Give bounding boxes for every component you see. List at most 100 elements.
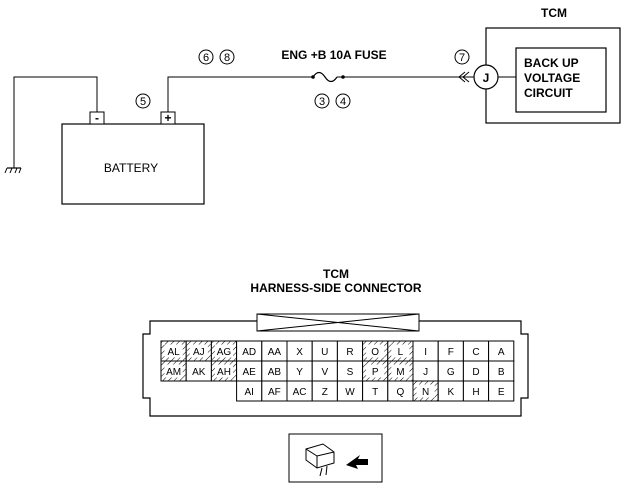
pin-label: V	[321, 367, 328, 378]
pin-label: AC	[293, 387, 307, 398]
pin-q: Q	[387, 380, 414, 402]
pin-label: D	[472, 367, 479, 378]
callout-8: 8	[219, 49, 235, 65]
svg-text:8: 8	[224, 52, 230, 64]
svg-text:7: 7	[459, 52, 465, 64]
circuit-label-line3: CIRCUIT	[524, 86, 573, 100]
pin-ac: AC	[286, 380, 313, 402]
pin-label: S	[347, 367, 354, 378]
pin-p: P	[362, 360, 389, 382]
pin-label: K	[447, 387, 454, 398]
pin-e: E	[488, 380, 515, 402]
svg-text:3: 3	[319, 96, 325, 108]
pin-label: T	[372, 387, 378, 398]
pin-label: F	[448, 347, 454, 358]
pin-d: D	[462, 360, 490, 382]
pin-label: Y	[296, 367, 303, 378]
positive-sign: +	[164, 111, 171, 125]
callout-5: 5	[135, 93, 151, 109]
terminal-j-label: J	[483, 71, 490, 85]
pin-label: AM	[166, 367, 181, 378]
pin-label: Q	[397, 387, 405, 398]
pin-label: AA	[268, 347, 282, 358]
callout-4: 4	[335, 93, 351, 109]
pin-j: J	[412, 360, 439, 382]
pin-o: O	[362, 340, 389, 362]
fuse-icon	[312, 71, 338, 83]
connector-title: TCM	[323, 267, 349, 281]
pin-c: C	[462, 340, 490, 362]
pin-ab: AB	[261, 360, 288, 382]
tcm-label: TCM	[541, 6, 567, 20]
ground-wire	[13, 76, 98, 168]
pin-ai: AI	[236, 380, 263, 402]
pin-label: AD	[242, 347, 256, 358]
pin-label: E	[498, 387, 505, 398]
pin-aa: AA	[261, 340, 288, 362]
pin-a: A	[488, 340, 515, 362]
pin-label: Z	[322, 387, 328, 398]
pin-u: U	[311, 340, 338, 362]
pin-label: X	[296, 347, 303, 358]
pin-label: B	[498, 367, 505, 378]
pin-h: H	[462, 380, 490, 402]
pin-label: G	[447, 367, 455, 378]
callout-6: 6	[198, 49, 214, 65]
pin-label: AG	[217, 347, 232, 358]
pin-label: AB	[268, 367, 282, 378]
pin-label: AL	[167, 347, 180, 358]
pin-ae: AE	[236, 360, 263, 382]
pin-label: N	[422, 387, 429, 398]
pin-ah: AH	[210, 360, 238, 382]
pin-v: V	[311, 360, 338, 382]
pin-s: S	[336, 360, 364, 382]
pin-label: AH	[217, 367, 231, 378]
pin-l: L	[387, 340, 414, 362]
view-direction-icon	[288, 433, 383, 483]
pin-label: AF	[268, 387, 281, 398]
pin-label: L	[398, 347, 404, 358]
pin-b: B	[488, 360, 515, 382]
pin-am: AM	[160, 360, 187, 382]
pin-k: K	[437, 380, 464, 402]
pin-ak: AK	[185, 360, 212, 382]
fuse-terminal-left	[311, 75, 315, 79]
pin-label: AK	[192, 367, 206, 378]
pin-af: AF	[261, 380, 288, 402]
pin-z: Z	[311, 380, 338, 402]
pin-label: P	[372, 367, 379, 378]
pin-m: M	[387, 360, 414, 382]
connector-subtitle: HARNESS-SIDE CONNECTOR	[250, 281, 421, 295]
pin-r: R	[336, 340, 364, 362]
pin-label: C	[472, 347, 479, 358]
circuit-label-line1: BACK UP	[524, 56, 579, 70]
fuse-label: ENG +B 10A FUSE	[281, 48, 386, 62]
pin-f: F	[437, 340, 464, 362]
svg-text:6: 6	[203, 52, 209, 64]
svg-text:4: 4	[340, 96, 346, 108]
pin-al: AL	[160, 340, 187, 362]
pin-g: G	[437, 360, 464, 382]
backup-voltage-circuit-box	[515, 47, 607, 113]
battery-box	[61, 123, 205, 205]
pin-label: AE	[243, 367, 257, 378]
pin-i: I	[412, 340, 439, 362]
pin-ag: AG	[210, 340, 238, 362]
pin-label: AJ	[193, 347, 205, 358]
pin-label: A	[498, 347, 505, 358]
connector-lock-tab	[256, 313, 420, 332]
ground-icon	[4, 167, 22, 174]
pin-label: H	[472, 387, 479, 398]
positive-wire-left	[167, 76, 313, 112]
pin-x: X	[286, 340, 313, 362]
connector-body	[142, 320, 529, 417]
pin-label: U	[321, 347, 328, 358]
pin-ad: AD	[236, 340, 263, 362]
pin-label: J	[423, 367, 428, 378]
pin-label: O	[371, 347, 379, 358]
svg-text:5: 5	[140, 96, 146, 108]
circuit-label-line2: VOLTAGE	[524, 71, 580, 85]
